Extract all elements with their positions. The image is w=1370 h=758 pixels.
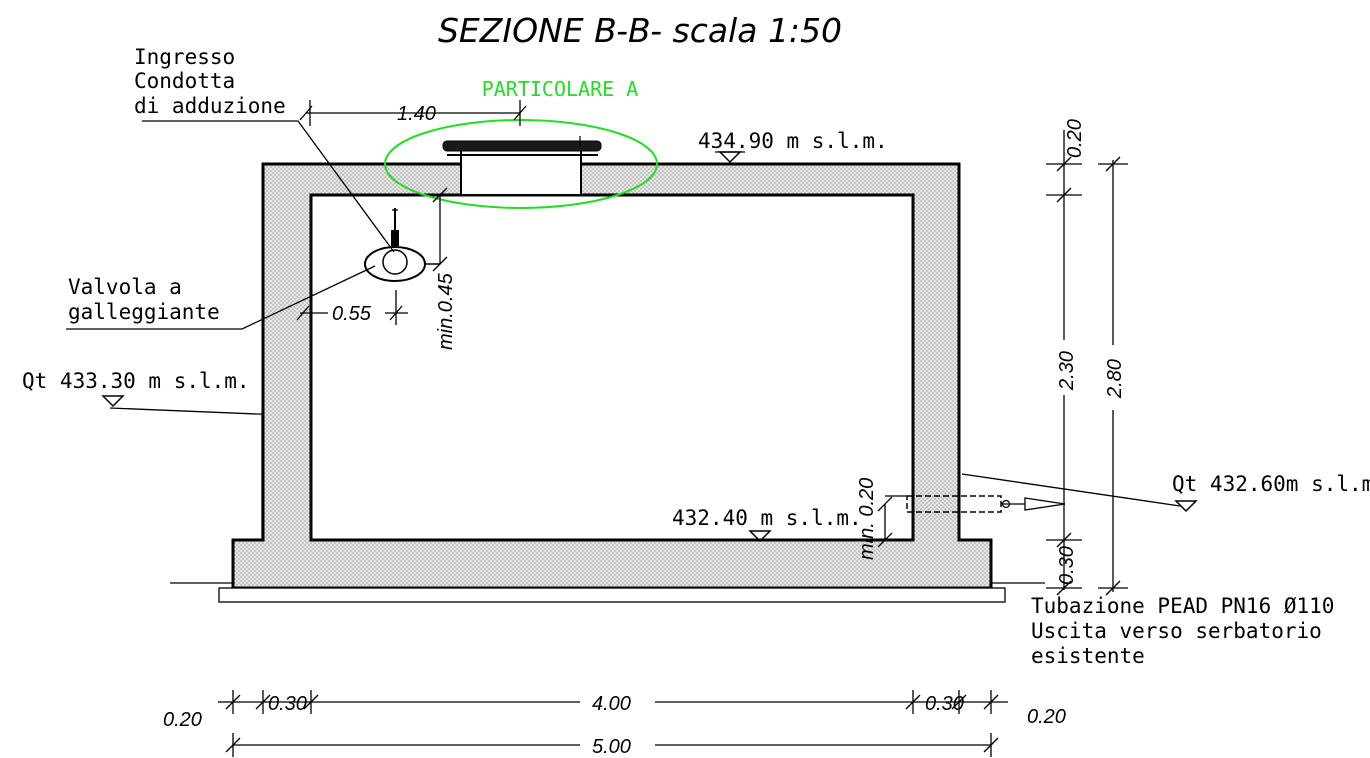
dim-valve-offset xyxy=(296,290,408,325)
foundation-base xyxy=(218,587,1006,603)
inlet-leader xyxy=(142,120,395,253)
level-top: 434.90 m s.l.m. xyxy=(698,129,888,153)
ground-line-right xyxy=(961,473,1181,507)
detail-a-label: PARTICOLARE A xyxy=(482,77,639,101)
dim-inner-height-value: 2.30 xyxy=(1056,351,1078,391)
level-bottom-marker xyxy=(748,530,772,543)
outlet-label-line3: esistente xyxy=(1031,644,1145,668)
dim-total-width xyxy=(225,733,999,757)
dim-outlet-height xyxy=(877,495,907,548)
dim-right-ext-value: 0.20 xyxy=(1027,706,1066,728)
dim-right-wall-value: 0.30 xyxy=(925,693,964,715)
dim-total-height-value: 2.80 xyxy=(1104,359,1126,399)
dim-right-vertical-total xyxy=(1098,156,1128,596)
inlet-label-line3: di adduzione xyxy=(134,94,286,118)
dim-valve-clearance-value: min.0.45 xyxy=(435,272,457,350)
dim-bottom-chain xyxy=(218,690,1008,714)
outlet-label-line2: Uscita verso serbatorio xyxy=(1031,619,1322,643)
outlet-pipe xyxy=(906,495,1066,513)
dim-manhole-width xyxy=(299,100,527,126)
dim-slab-top-value: 0.20 xyxy=(1064,119,1086,158)
outlet-label-line1: Tubazione PEAD PN16 Ø110 xyxy=(1031,594,1334,618)
float-valve xyxy=(364,208,440,282)
level-right: Qt 432.60m s.l.m. xyxy=(1172,472,1370,496)
inlet-label-line2: Condotta xyxy=(134,69,235,93)
level-right-marker xyxy=(1174,500,1198,513)
ground-line-left xyxy=(109,407,263,540)
level-bottom: 432.40 m s.l.m. xyxy=(672,506,862,530)
valve-label-line2: galleggiante xyxy=(68,300,220,324)
dim-inner-width-value: 4.00 xyxy=(592,693,631,715)
manhole-shaft xyxy=(460,149,582,196)
level-left: Qt 433.30 m s.l.m. xyxy=(22,369,250,393)
valve-label-line1: Valvola a xyxy=(68,275,182,299)
dim-total-width-value: 5.00 xyxy=(592,736,631,758)
drawing-title: SEZIONE B-B- scala 1:50 xyxy=(438,11,842,50)
dim-valve-offset-value: 0.55 xyxy=(332,303,372,325)
dim-right-vertical-1 xyxy=(1046,130,1082,596)
inlet-label-line1: Ingresso xyxy=(134,45,235,69)
valve-leader xyxy=(66,265,376,330)
detail-a-ellipse xyxy=(384,119,658,209)
dim-left-ext-value: 0.20 xyxy=(163,709,202,731)
dim-left-wall-value: 0.30 xyxy=(268,693,307,715)
dim-slab-bottom-value: 0.30 xyxy=(1056,546,1078,585)
level-top-marker xyxy=(718,151,742,164)
dim-manhole-width-value: 1.40 xyxy=(397,103,436,125)
level-left-marker xyxy=(101,395,125,408)
dim-valve-clearance xyxy=(432,187,448,272)
dim-outlet-height-value: min. 0.20 xyxy=(856,478,878,560)
manhole-cover xyxy=(442,140,602,152)
